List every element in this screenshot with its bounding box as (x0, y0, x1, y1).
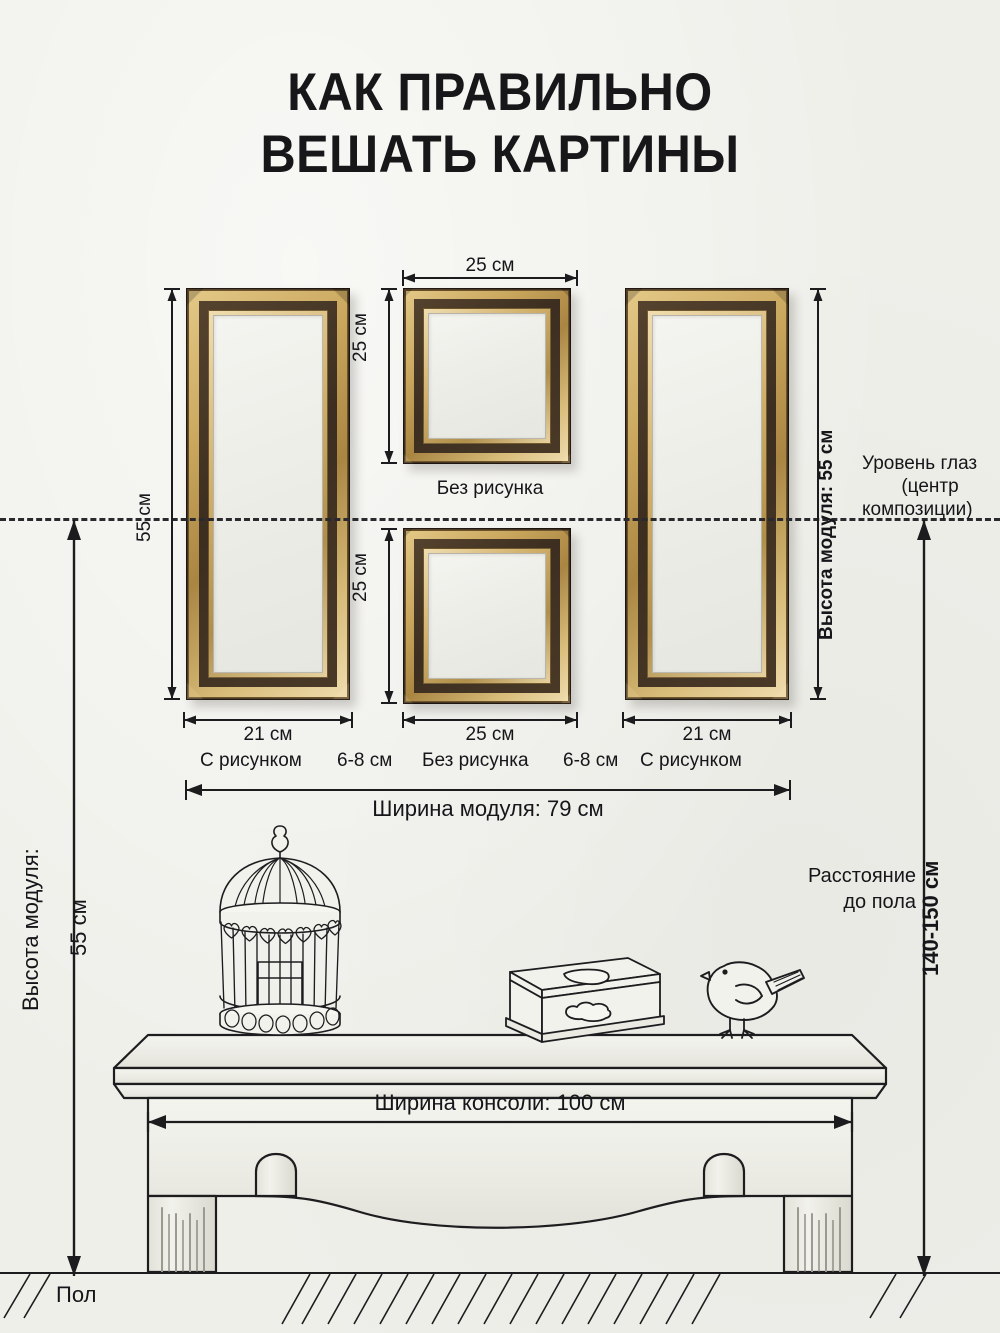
dim-module-width-line (178, 778, 798, 800)
floor-distance-caption: Расстояние до пола (736, 863, 916, 915)
floor-hatching-center (276, 1272, 726, 1327)
page-title: КАК ПРАВИЛЬНО ВЕШАТЬ КАРТИНЫ (0, 62, 1000, 186)
dim-label-module-height-caption: Высота модуля: (18, 848, 43, 1011)
dim-top-middle-width-line (395, 266, 585, 288)
dim-middle-width-line (395, 708, 585, 730)
floor-distance-line-2: до пола (843, 891, 916, 913)
dim-floor-distance-line (912, 514, 934, 1282)
frame-canvas-bottom-middle (428, 553, 546, 679)
dim-left-height-line (160, 284, 182, 704)
eye-level-dashed-line (0, 518, 1000, 521)
caption-left-kind: С рисунком (200, 750, 302, 771)
dim-console-width-line (140, 1110, 860, 1132)
dim-label-right-width: 21 см (682, 724, 732, 745)
dim-right-height-line (806, 284, 828, 704)
frame-bottom-middle-square[interactable] (403, 528, 571, 704)
frame-canvas-right (652, 315, 762, 673)
birdcage-decoration (198, 822, 362, 1038)
dim-left-width-line (178, 708, 358, 730)
eye-level-line-2: (центр (901, 476, 959, 497)
floor-label: Пол (56, 1282, 97, 1307)
frame-left-tall[interactable] (186, 288, 350, 700)
dim-label-middle-width: 25 см (465, 724, 515, 745)
frame-canvas-left (213, 315, 323, 673)
dim-label-left-width: 21 см (243, 724, 293, 745)
dim-label-module-height-right: Высота модуля: 55 см (816, 429, 837, 640)
frame-canvas-top-middle (428, 313, 546, 439)
dim-label-module-height-value: 55 см (66, 899, 91, 956)
dim-label-top-middle-height: 25 см (350, 313, 371, 362)
dim-label-bottom-middle-height: 25 см (350, 553, 371, 602)
frame-top-middle-square[interactable] (403, 288, 571, 464)
floor-line (0, 1272, 1000, 1274)
dim-label-gap-right: 6-8 см (563, 750, 619, 771)
dim-right-width-line (617, 708, 797, 730)
dim-label-console-width: Ширина консоли: 100 см (374, 1090, 626, 1115)
dim-label-floor-distance-value: 140-150 см (918, 860, 943, 976)
floor-distance-line-1: Расстояние (807, 865, 916, 887)
eye-level-line-3: композиции) (862, 499, 973, 520)
title-line-1: КАК ПРАВИЛЬНО (287, 63, 713, 122)
dim-bottom-middle-height-line (377, 524, 399, 708)
bird-figurine (700, 948, 806, 1039)
caption-top-middle-kind: Без рисунка (436, 478, 544, 499)
caption-right-kind: С рисунком (640, 750, 742, 771)
eye-level-line-1: Уровень глаз (862, 453, 978, 474)
dim-label-module-width: Ширина модуля: 79 см (372, 796, 604, 821)
dim-top-middle-height-line (377, 284, 399, 468)
dim-label-left-height: 55 см (134, 493, 155, 542)
eye-level-caption: Уровень глаз (центр композиции) (862, 452, 998, 521)
decorative-box (488, 948, 668, 1043)
title-line-2: ВЕШАТЬ КАРТИНЫ (260, 125, 740, 184)
dim-module-height-left-line (62, 514, 84, 1282)
caption-middle-kind: Без рисунка (422, 750, 529, 771)
dim-label-gap-left: 6-8 см (337, 750, 393, 771)
dim-label-top-middle-width: 25 см (465, 255, 515, 276)
frame-right-tall[interactable] (625, 288, 789, 700)
floor-hatching-left (0, 1272, 150, 1322)
floor-hatching-right (866, 1272, 1000, 1322)
